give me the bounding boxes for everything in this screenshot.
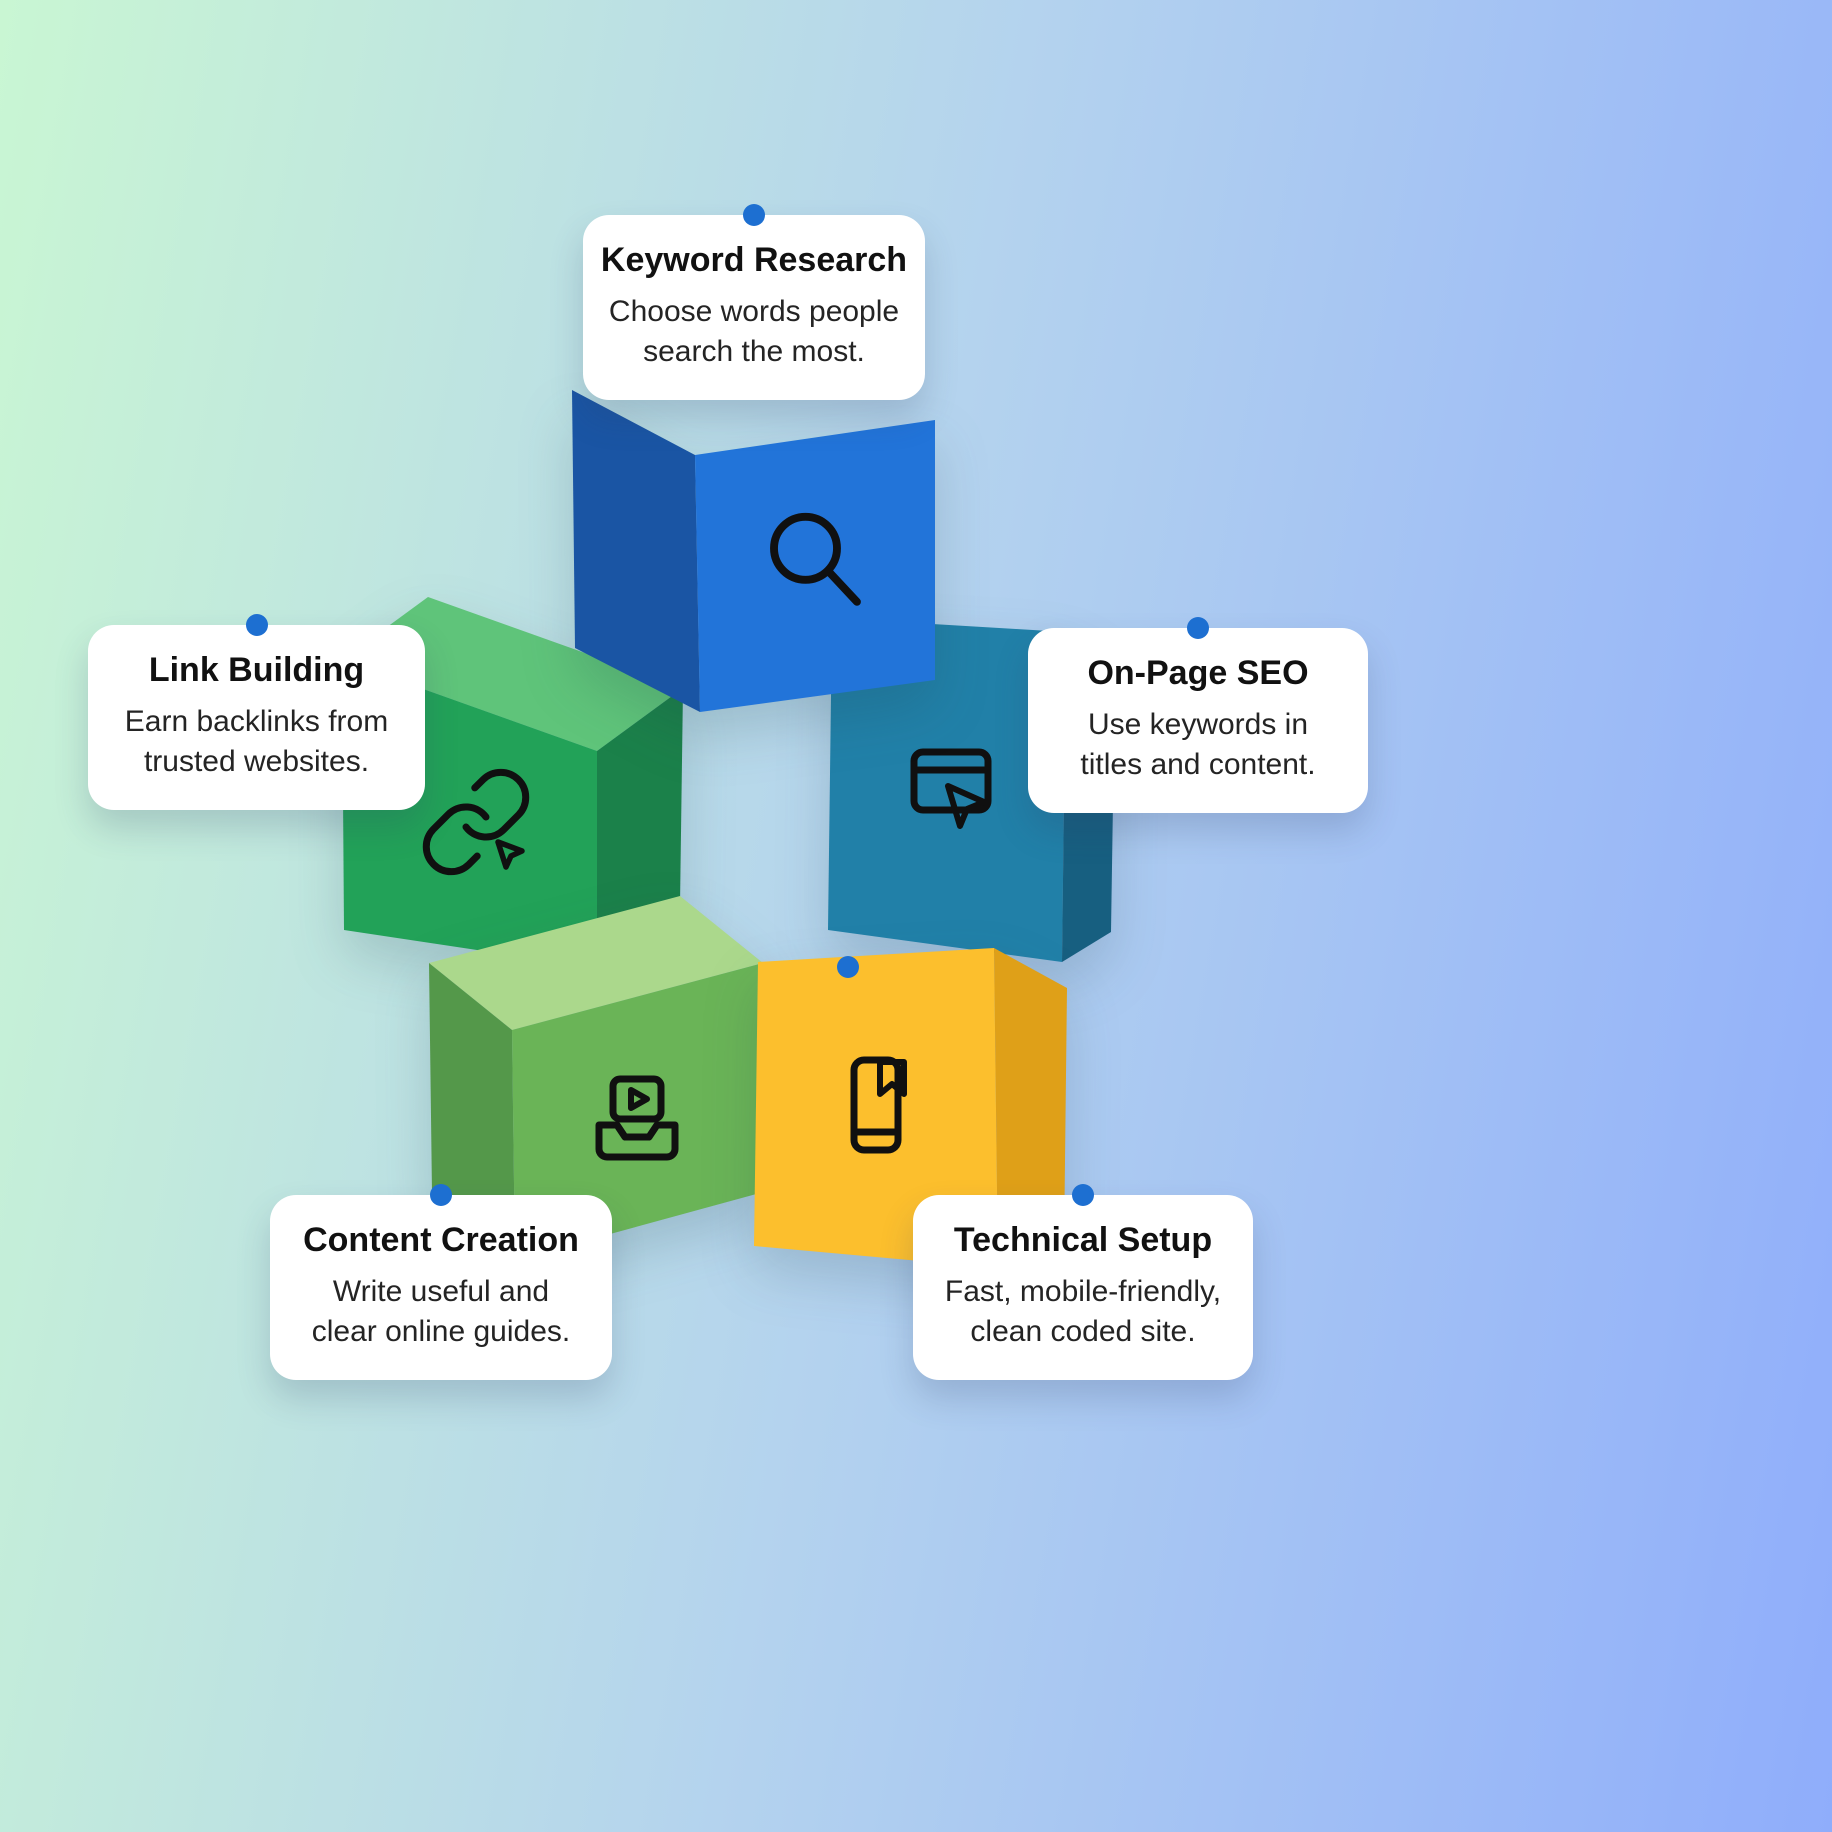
card-description-line: titles and content. bbox=[1080, 747, 1316, 781]
phone-bookmark-icon bbox=[850, 1056, 907, 1154]
cube-top-face bbox=[429, 896, 763, 1030]
cube-front-face bbox=[512, 963, 763, 1260]
search-icon bbox=[770, 512, 861, 606]
card-on-page-seo: On-Page SEO Use keywords in titles and c… bbox=[1028, 617, 1368, 813]
link-cursor-icon bbox=[422, 768, 530, 876]
card-description-line: Use keywords in bbox=[1087, 708, 1309, 741]
cube-content-creation bbox=[429, 896, 763, 1260]
cube-link-building bbox=[342, 597, 683, 968]
cube-front-face bbox=[695, 420, 935, 712]
card-description-line: trusted websites. bbox=[143, 744, 370, 778]
card-content-creation: Content Creation Write useful and clear … bbox=[270, 1184, 612, 1380]
browser-cursor-icon bbox=[910, 748, 992, 829]
card-description-line: Choose words people bbox=[608, 295, 900, 328]
card-description-line: clear online guides. bbox=[311, 1314, 571, 1348]
cube-side-face bbox=[597, 688, 683, 968]
card-description-line: clean coded site. bbox=[970, 1314, 1196, 1348]
card-title: Content Creation bbox=[303, 1221, 579, 1259]
card-description-line: Write useful and bbox=[332, 1275, 550, 1308]
card-title: Technical Setup bbox=[953, 1221, 1213, 1259]
card-description-line: search the most. bbox=[643, 334, 865, 368]
connector-dot bbox=[430, 1184, 452, 1206]
card-title: On-Page SEO bbox=[1087, 654, 1309, 692]
cube-side-face bbox=[572, 390, 700, 712]
card-title: Keyword Research bbox=[600, 241, 908, 279]
card-technical-setup: Technical Setup Fast, mobile-friendly, c… bbox=[913, 1184, 1253, 1380]
cube-side-face bbox=[994, 948, 1067, 1268]
connector-dot bbox=[837, 956, 859, 978]
cube-keyword-research bbox=[572, 390, 935, 712]
cube-technical-setup bbox=[754, 948, 1067, 1268]
card-description-line: Earn backlinks from bbox=[124, 705, 389, 738]
connector-dot bbox=[743, 204, 765, 226]
cube-top-face bbox=[342, 597, 683, 751]
video-upload-icon bbox=[595, 1075, 679, 1161]
cube-side-face bbox=[429, 963, 515, 1260]
connector-dot bbox=[1072, 1184, 1094, 1206]
card-link-building: Link Building Earn backlinks from truste… bbox=[88, 614, 425, 810]
card-description-line: Fast, mobile-friendly, bbox=[944, 1275, 1222, 1308]
connector-dot bbox=[1187, 617, 1209, 639]
cube-front-face bbox=[754, 948, 998, 1268]
connector-dot bbox=[245, 614, 268, 636]
card-keyword-research: Keyword Research Choose words people sea… bbox=[583, 204, 925, 400]
card-title: Link Building bbox=[148, 651, 365, 689]
